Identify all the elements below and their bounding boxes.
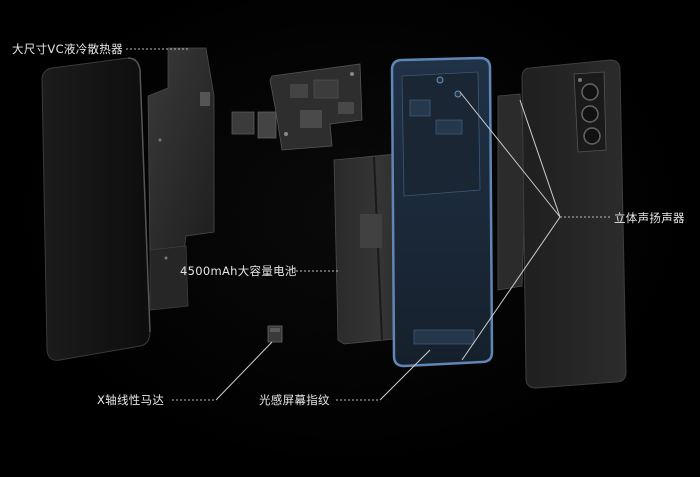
- display-panel: [41, 57, 151, 361]
- leader-lines: [126, 48, 610, 401]
- back-cover: [521, 59, 627, 389]
- x-axis-linear-motor: [267, 325, 283, 343]
- vc-cooling-plate: [147, 47, 215, 311]
- camera-modules: [231, 111, 277, 139]
- camera-bump: [573, 71, 607, 153]
- callout-battery: 4500mAh大容量电池: [180, 264, 297, 278]
- callout-optical-fingerprint: 光感屏幕指纹: [259, 393, 330, 407]
- mid-frame: [390, 56, 494, 368]
- callout-stereo-speakers: 立体声扬声器: [614, 211, 685, 225]
- callout-linear-motor: X轴线性马达: [97, 393, 165, 407]
- motherboard: [269, 63, 363, 151]
- callout-vc-cooling: 大尺寸VC液冷散热器: [12, 42, 123, 56]
